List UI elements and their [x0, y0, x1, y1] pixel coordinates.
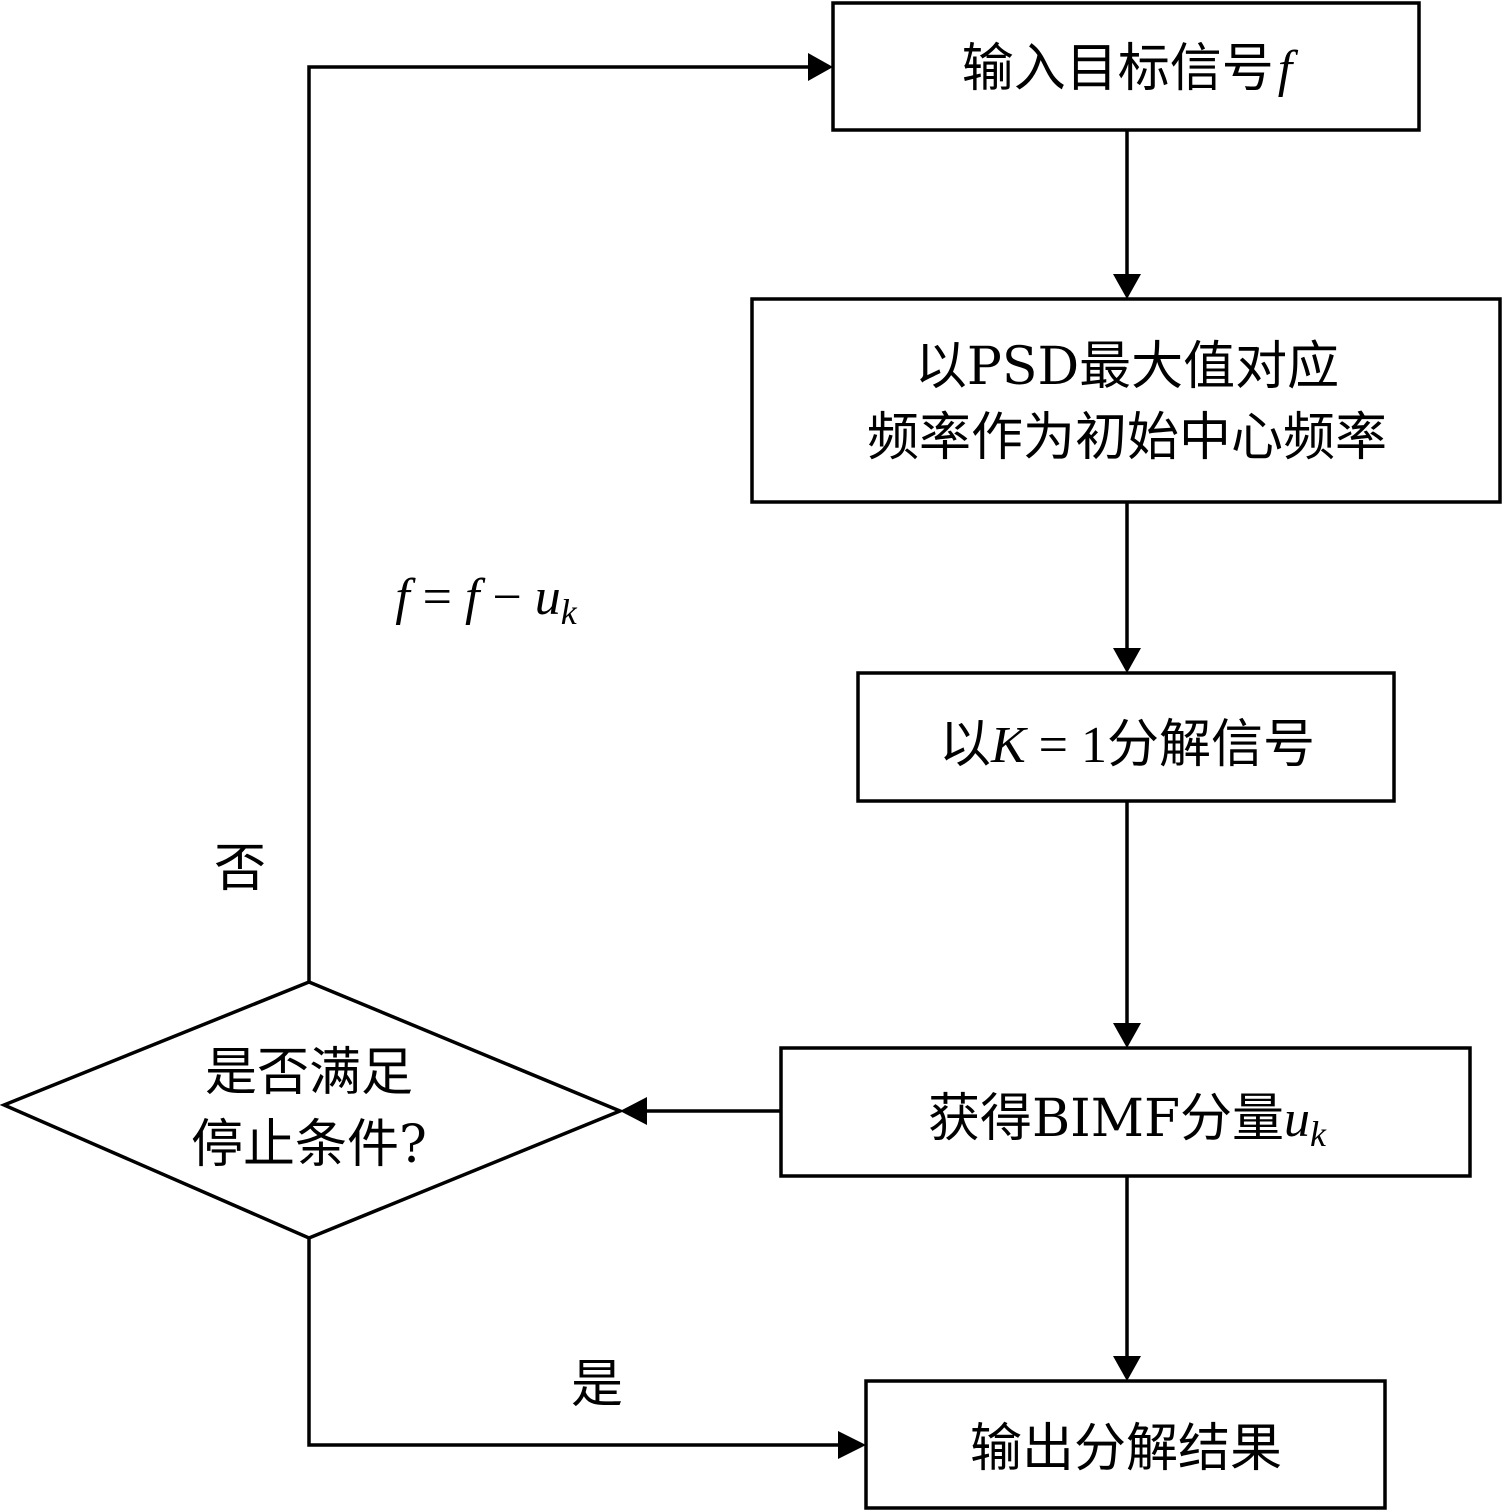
- arrowhead-input: [808, 53, 833, 81]
- edge-yes-to-output: [307, 1238, 840, 1447]
- edge-no-loop: [307, 65, 810, 982]
- node-output: 输出分解结果: [864, 1379, 1387, 1510]
- node-decision: 是否满足 停止条件?: [0, 980, 625, 1240]
- arrowhead-output-right: [838, 1431, 866, 1459]
- output-label: 输出分解结果: [970, 1419, 1282, 1479]
- arrowhead-decision: [620, 1097, 647, 1125]
- node-decompose: 以K = 1分解信号: [856, 671, 1396, 803]
- yes-branch-label: 是: [571, 1355, 623, 1415]
- node-input-signal: 输入目标信号f: [831, 1, 1421, 132]
- decision-line1: 是否满足: [205, 1043, 413, 1103]
- arrowhead-output-down: [1113, 1356, 1141, 1381]
- psd-init-line1: 以PSD最大值对应: [915, 337, 1339, 397]
- input-signal-label: 输入目标信号f: [962, 39, 1299, 99]
- no-branch-label: 否: [214, 839, 266, 899]
- decision-line2: 停止条件?: [191, 1115, 427, 1175]
- connectors: [307, 53, 1141, 1459]
- arrowhead-decompose: [1113, 648, 1141, 673]
- node-get-bimf: 获得BIMF分量uk: [779, 1046, 1472, 1178]
- arrowhead-psd: [1113, 274, 1141, 299]
- get-bimf-label: 获得BIMF分量uk: [928, 1089, 1327, 1154]
- psd-init-line2: 频率作为初始中心频率: [867, 408, 1387, 468]
- decompose-label: 以K = 1分解信号: [939, 715, 1315, 775]
- arrowhead-bimf: [1113, 1023, 1141, 1048]
- update-formula: f = f − uk: [395, 569, 578, 632]
- node-psd-init: 以PSD最大值对应 频率作为初始中心频率: [750, 297, 1502, 504]
